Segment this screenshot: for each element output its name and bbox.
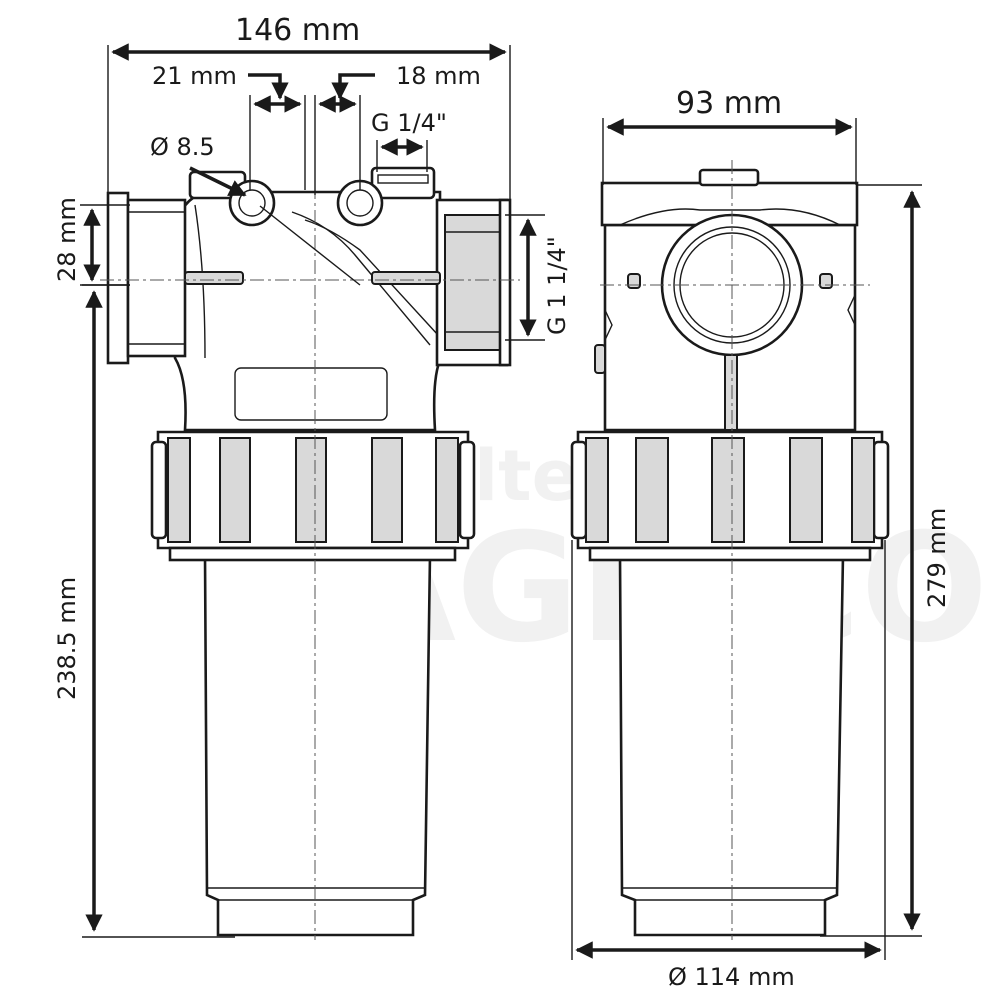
inlet-flange — [106, 191, 130, 365]
label-total-height: 279 mm — [923, 508, 951, 608]
label-gauge-thread: G 1/4" — [371, 109, 447, 137]
label-port-offset-left: 21 mm — [152, 62, 237, 90]
label-side-width: 93 mm — [676, 86, 782, 121]
label-overall-width: 146 mm — [235, 13, 360, 48]
label-plate — [234, 367, 388, 421]
label-port-offset-right: 18 mm — [396, 62, 481, 90]
dimension-lines — [80, 43, 922, 960]
left-port-ring — [228, 179, 276, 227]
front-bowl — [203, 553, 432, 937]
label-outlet-thread: G 1 1/4" — [543, 236, 571, 335]
hole-left-icon — [238, 189, 266, 217]
front-view — [100, 160, 520, 940]
inlet-pipe — [126, 198, 187, 358]
dimension-labels: 146 mm 21 mm 18 mm G 1/4" Ø 8.5 28 mm G … — [53, 13, 951, 991]
label-bowl-diameter: Ø 114 mm — [668, 963, 795, 991]
front-housing — [173, 190, 442, 432]
side-view — [570, 160, 890, 940]
label-lower-height: 238.5 mm — [53, 577, 81, 700]
label-hole-diameter: Ø 8.5 — [150, 133, 215, 161]
label-inlet-offset: 28 mm — [53, 197, 81, 282]
outlet-thread — [444, 214, 501, 351]
